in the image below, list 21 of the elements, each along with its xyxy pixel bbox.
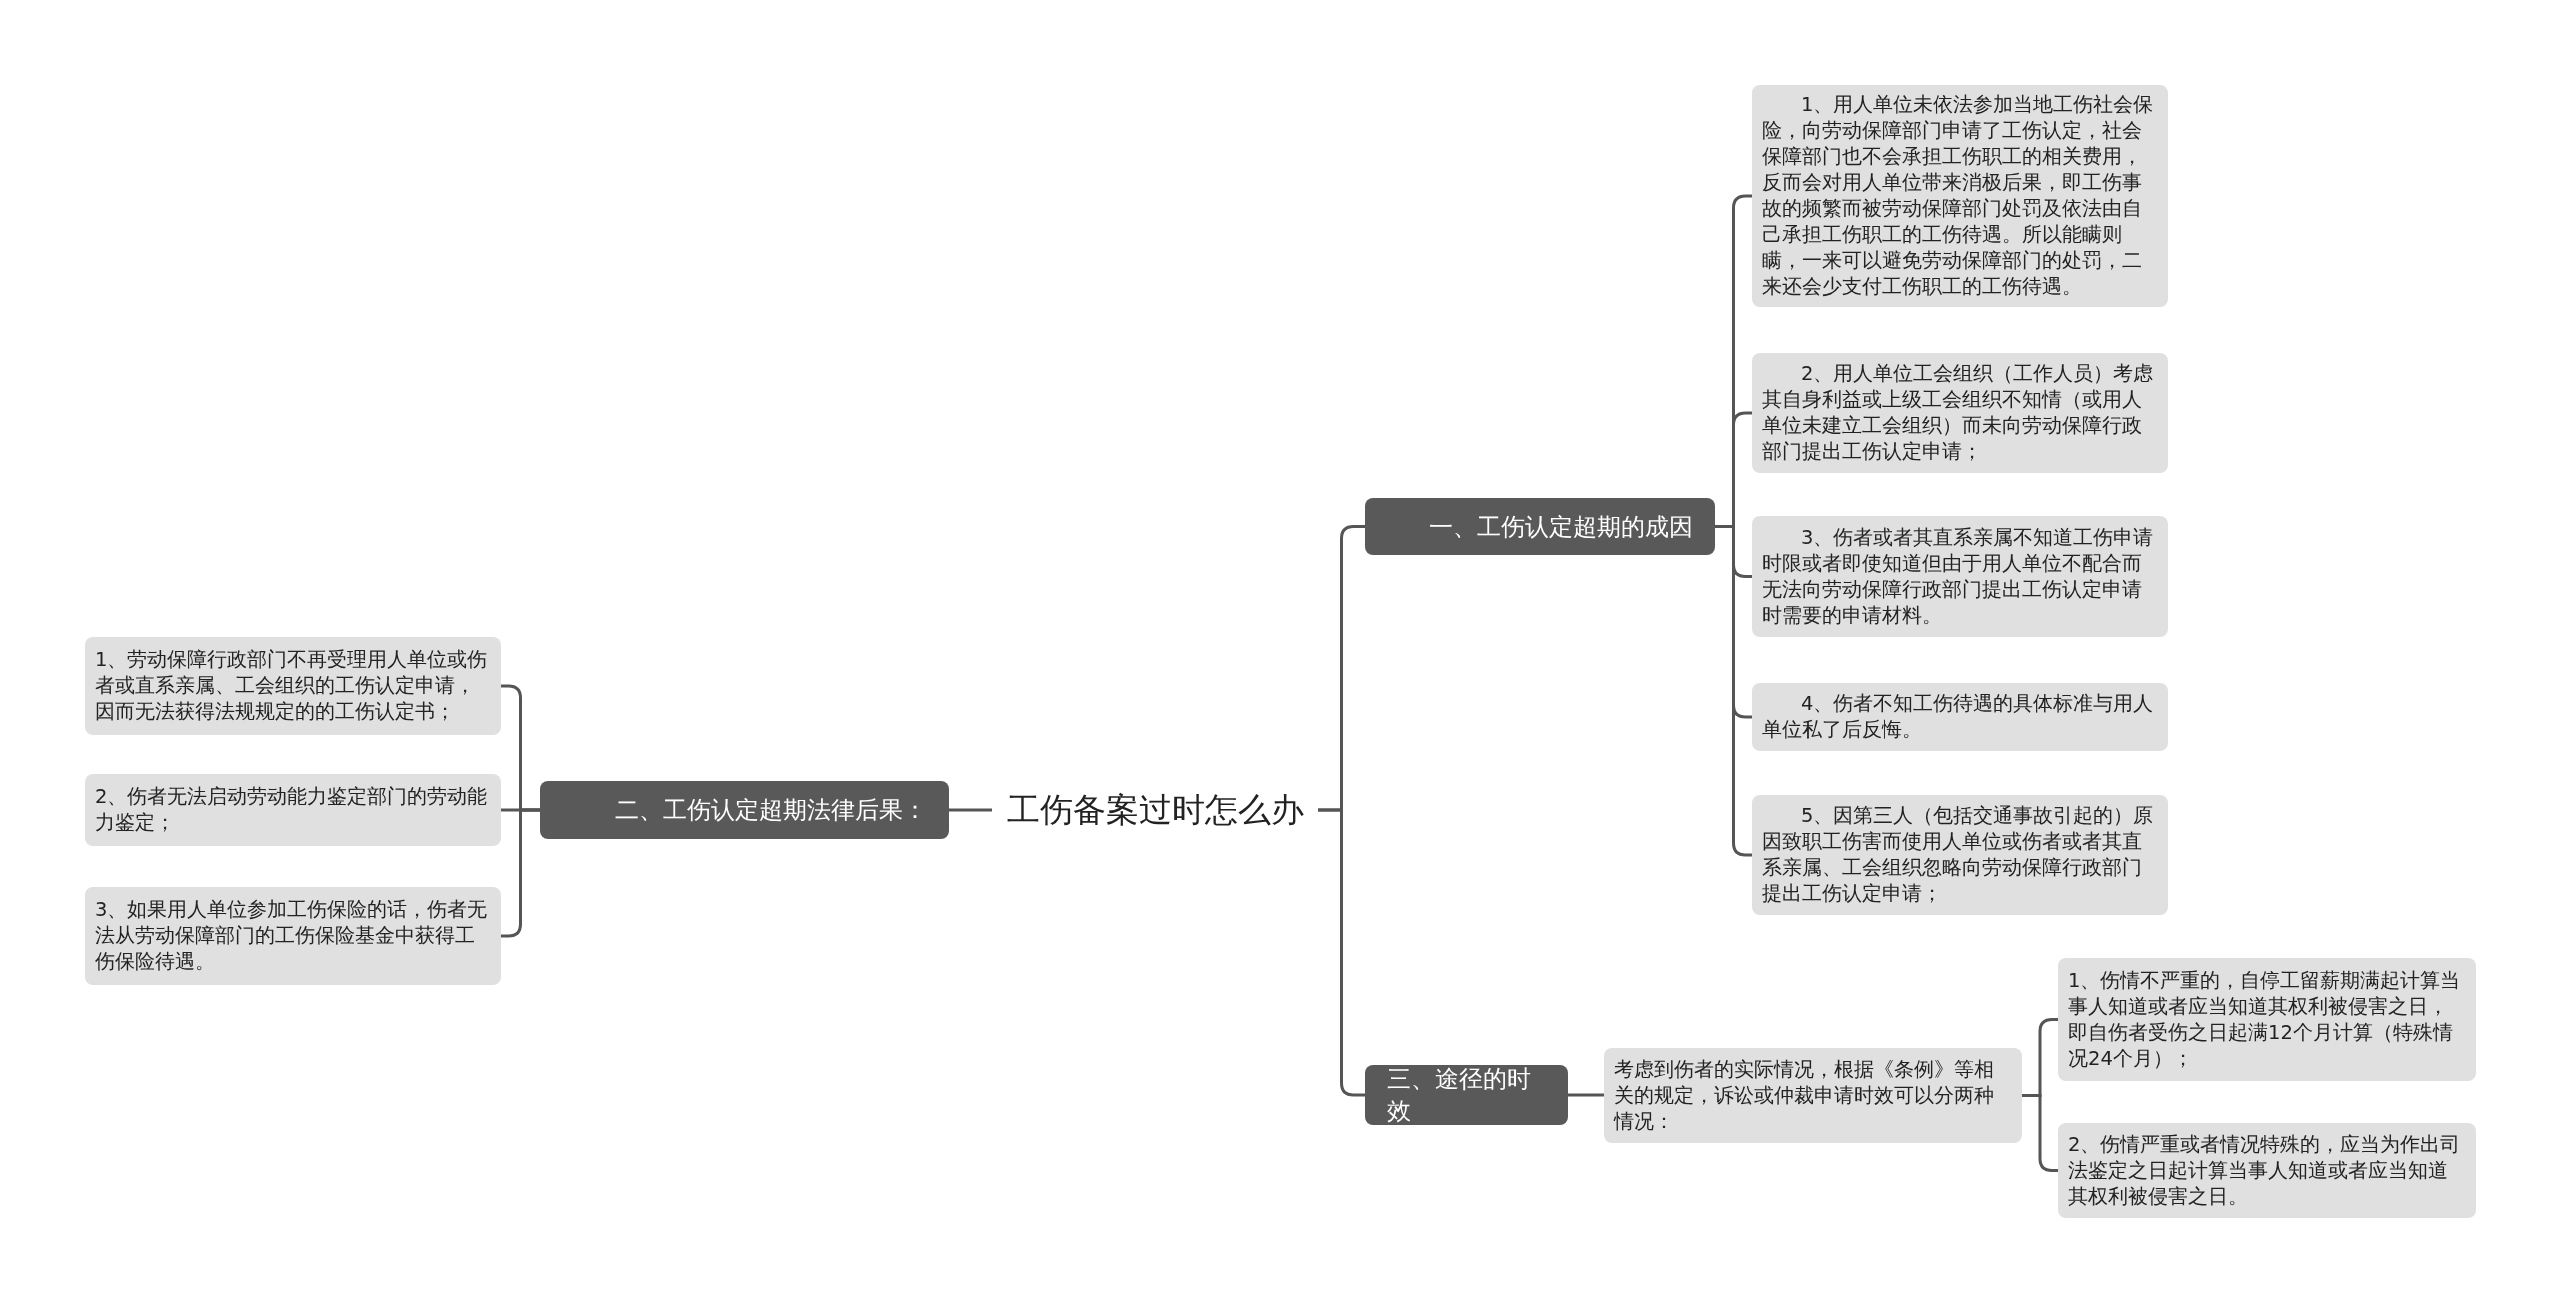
note-box: 1、伤情不严重的，自停工留薪期满起计算当事人知道或者应当知道其权利被侵害之日，即自伤者受伤之日起满12个月计算（特殊情况24个月）；	[2058, 958, 2476, 1081]
note-box: 3、如果用人单位参加工伤保险的话，伤者无法从劳动保障部门的工伤保险基金中获得工伤保险待遇。	[85, 887, 501, 985]
note-box: 1、劳动保障行政部门不再受理用人单位或伤者或直系亲属、工会组织的工伤认定申请，因而无法获得法规规定的的工伤认定书；	[85, 637, 501, 735]
title-text: 工伤备案过时怎么办	[1000, 789, 1310, 831]
note-box: 2、伤情严重或者情况特殊的，应当为作出司法鉴定之日起计算当事人知道或者应当知道其权利被侵害之日。	[2058, 1123, 2476, 1218]
connector-line	[2022, 1094, 2058, 1172]
note-box: 1、用人单位未依法参加当地工伤社会保险，向劳动保障部门申请了工伤认定，社会保障部门也不会承担工伤职工的相关费用，反而会对用人单位带来消极后果，即工伤事故的频繁而被劳动保障部门处罚及依法由自己承担工伤职工的工伤待遇。所以能瞒则瞒，一来可以避免劳动保障部门的处罚，二来还会少支付工伤职工的工伤待遇。	[1752, 85, 2168, 307]
connector-line	[1568, 1093, 1604, 1097]
note-box: 3、伤者或者其直系亲属不知道工伤申请时限或者即使知道但由于用人单位不配合而无法向劳动保障行政部门提出工伤认定申请时需要的申请材料。	[1752, 516, 2168, 637]
note-box: 4、伤者不知工伤待遇的具体标准与用人单位私了后反悔。	[1752, 683, 2168, 751]
connector-line	[949, 808, 992, 812]
connector-line	[1715, 525, 1752, 857]
connector-line	[1318, 808, 1365, 1097]
note-box: 考虑到伤者的实际情况，根据《条例》等相关的规定，诉讼或仲裁申请时效可以分两种情况：	[1604, 1048, 2022, 1143]
note-box: 2、用人单位工会组织（工作人员）考虑其自身利益或上级工会组织不知情（或用人单位未建立工会组织）而未向劳动保障行政部门提出工伤认定申请；	[1752, 353, 2168, 473]
note-box: 2、伤者无法启动劳动能力鉴定部门的劳动能力鉴定；	[85, 774, 501, 846]
note-box: 5、因第三人（包括交通事故引起的）原因致职工伤害而使用人单位或伤者或者其直系亲属、工会组织忽略向劳动保障行政部门提出工伤认定申请；	[1752, 795, 2168, 915]
branch-box: 一、工伤认定超期的成因	[1365, 498, 1715, 555]
branch-box: 二、工伤认定超期法律后果：	[540, 781, 949, 839]
branch-box: 三、途径的时效	[1365, 1065, 1568, 1125]
connector-line	[501, 808, 540, 938]
